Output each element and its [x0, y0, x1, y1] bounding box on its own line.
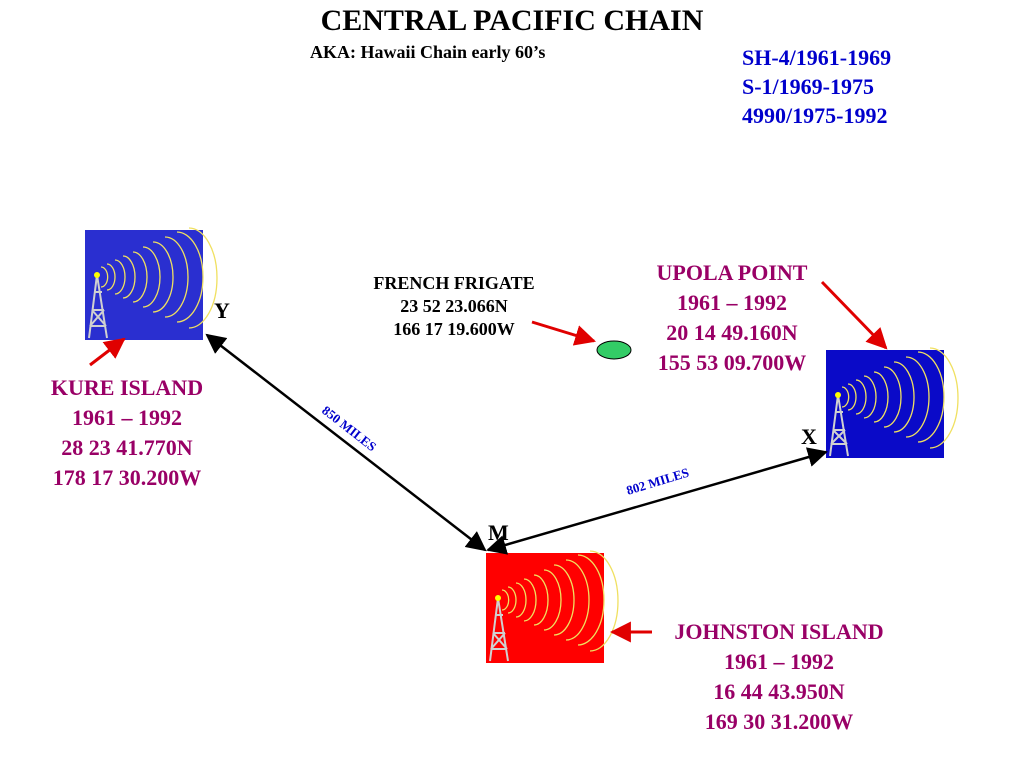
- station-name: JOHNSTON ISLAND: [674, 619, 884, 644]
- designation-item: 4990/1975-1992: [742, 103, 888, 128]
- designation-history: SH-4/1961-1969 S-1/1969-1975 4990/1975-1…: [742, 43, 891, 130]
- station-name: KURE ISLAND: [50, 375, 204, 400]
- station-years: 1961 – 1992: [724, 649, 834, 674]
- kure-pointer-arrow: [89, 337, 126, 367]
- station-latitude: 16 44 43.950N: [713, 679, 845, 704]
- baseline-kure-johnston: [205, 333, 487, 552]
- upola-station-label: UPOLA POINT 1961 – 1992 20 14 49.160N 15…: [632, 258, 832, 378]
- station-letter-y: Y: [214, 298, 230, 323]
- station-years: 1961 – 1992: [72, 405, 182, 430]
- johnston-station-label: JOHNSTON ISLAND 1961 – 1992 16 44 43.950…: [648, 617, 910, 737]
- upola-station-icon: [826, 347, 959, 458]
- station-letter-x: X: [801, 424, 817, 449]
- monitor-longitude: 166 17 19.600W: [393, 319, 515, 339]
- kure-station-icon: [85, 227, 218, 340]
- french-frigate-label: FRENCH FRIGATE 23 52 23.066N 166 17 19.6…: [334, 272, 574, 341]
- designation-item: SH-4/1961-1969: [742, 45, 892, 70]
- station-letter-m: M: [488, 520, 509, 545]
- station-longitude: 169 30 31.200W: [704, 709, 854, 734]
- monitor-name: FRENCH FRIGATE: [373, 273, 535, 293]
- station-latitude: 20 14 49.160N: [666, 320, 798, 345]
- station-name: UPOLA POINT: [656, 260, 808, 285]
- johnston-station-icon: [486, 550, 619, 663]
- station-longitude: 178 17 30.200W: [52, 465, 202, 490]
- baseline-upola-johnston: [486, 447, 828, 555]
- page-title: CENTRAL PACIFIC CHAIN: [320, 4, 704, 37]
- upola-pointer-arrow: [820, 280, 888, 350]
- french-frigate-marker-icon: [596, 340, 632, 360]
- kure-station-label: KURE ISLAND 1961 – 1992 28 23 41.770N 17…: [22, 373, 232, 493]
- station-latitude: 28 23 41.770N: [61, 435, 193, 460]
- page-subtitle: AKA: Hawaii Chain early 60’s: [310, 42, 546, 62]
- frigate-pointer-arrow: [531, 320, 597, 346]
- station-years: 1961 – 1992: [677, 290, 787, 315]
- station-longitude: 155 53 09.700W: [657, 350, 807, 375]
- monitor-latitude: 23 52 23.066N: [400, 296, 508, 316]
- designation-item: S-1/1969-1975: [742, 74, 874, 99]
